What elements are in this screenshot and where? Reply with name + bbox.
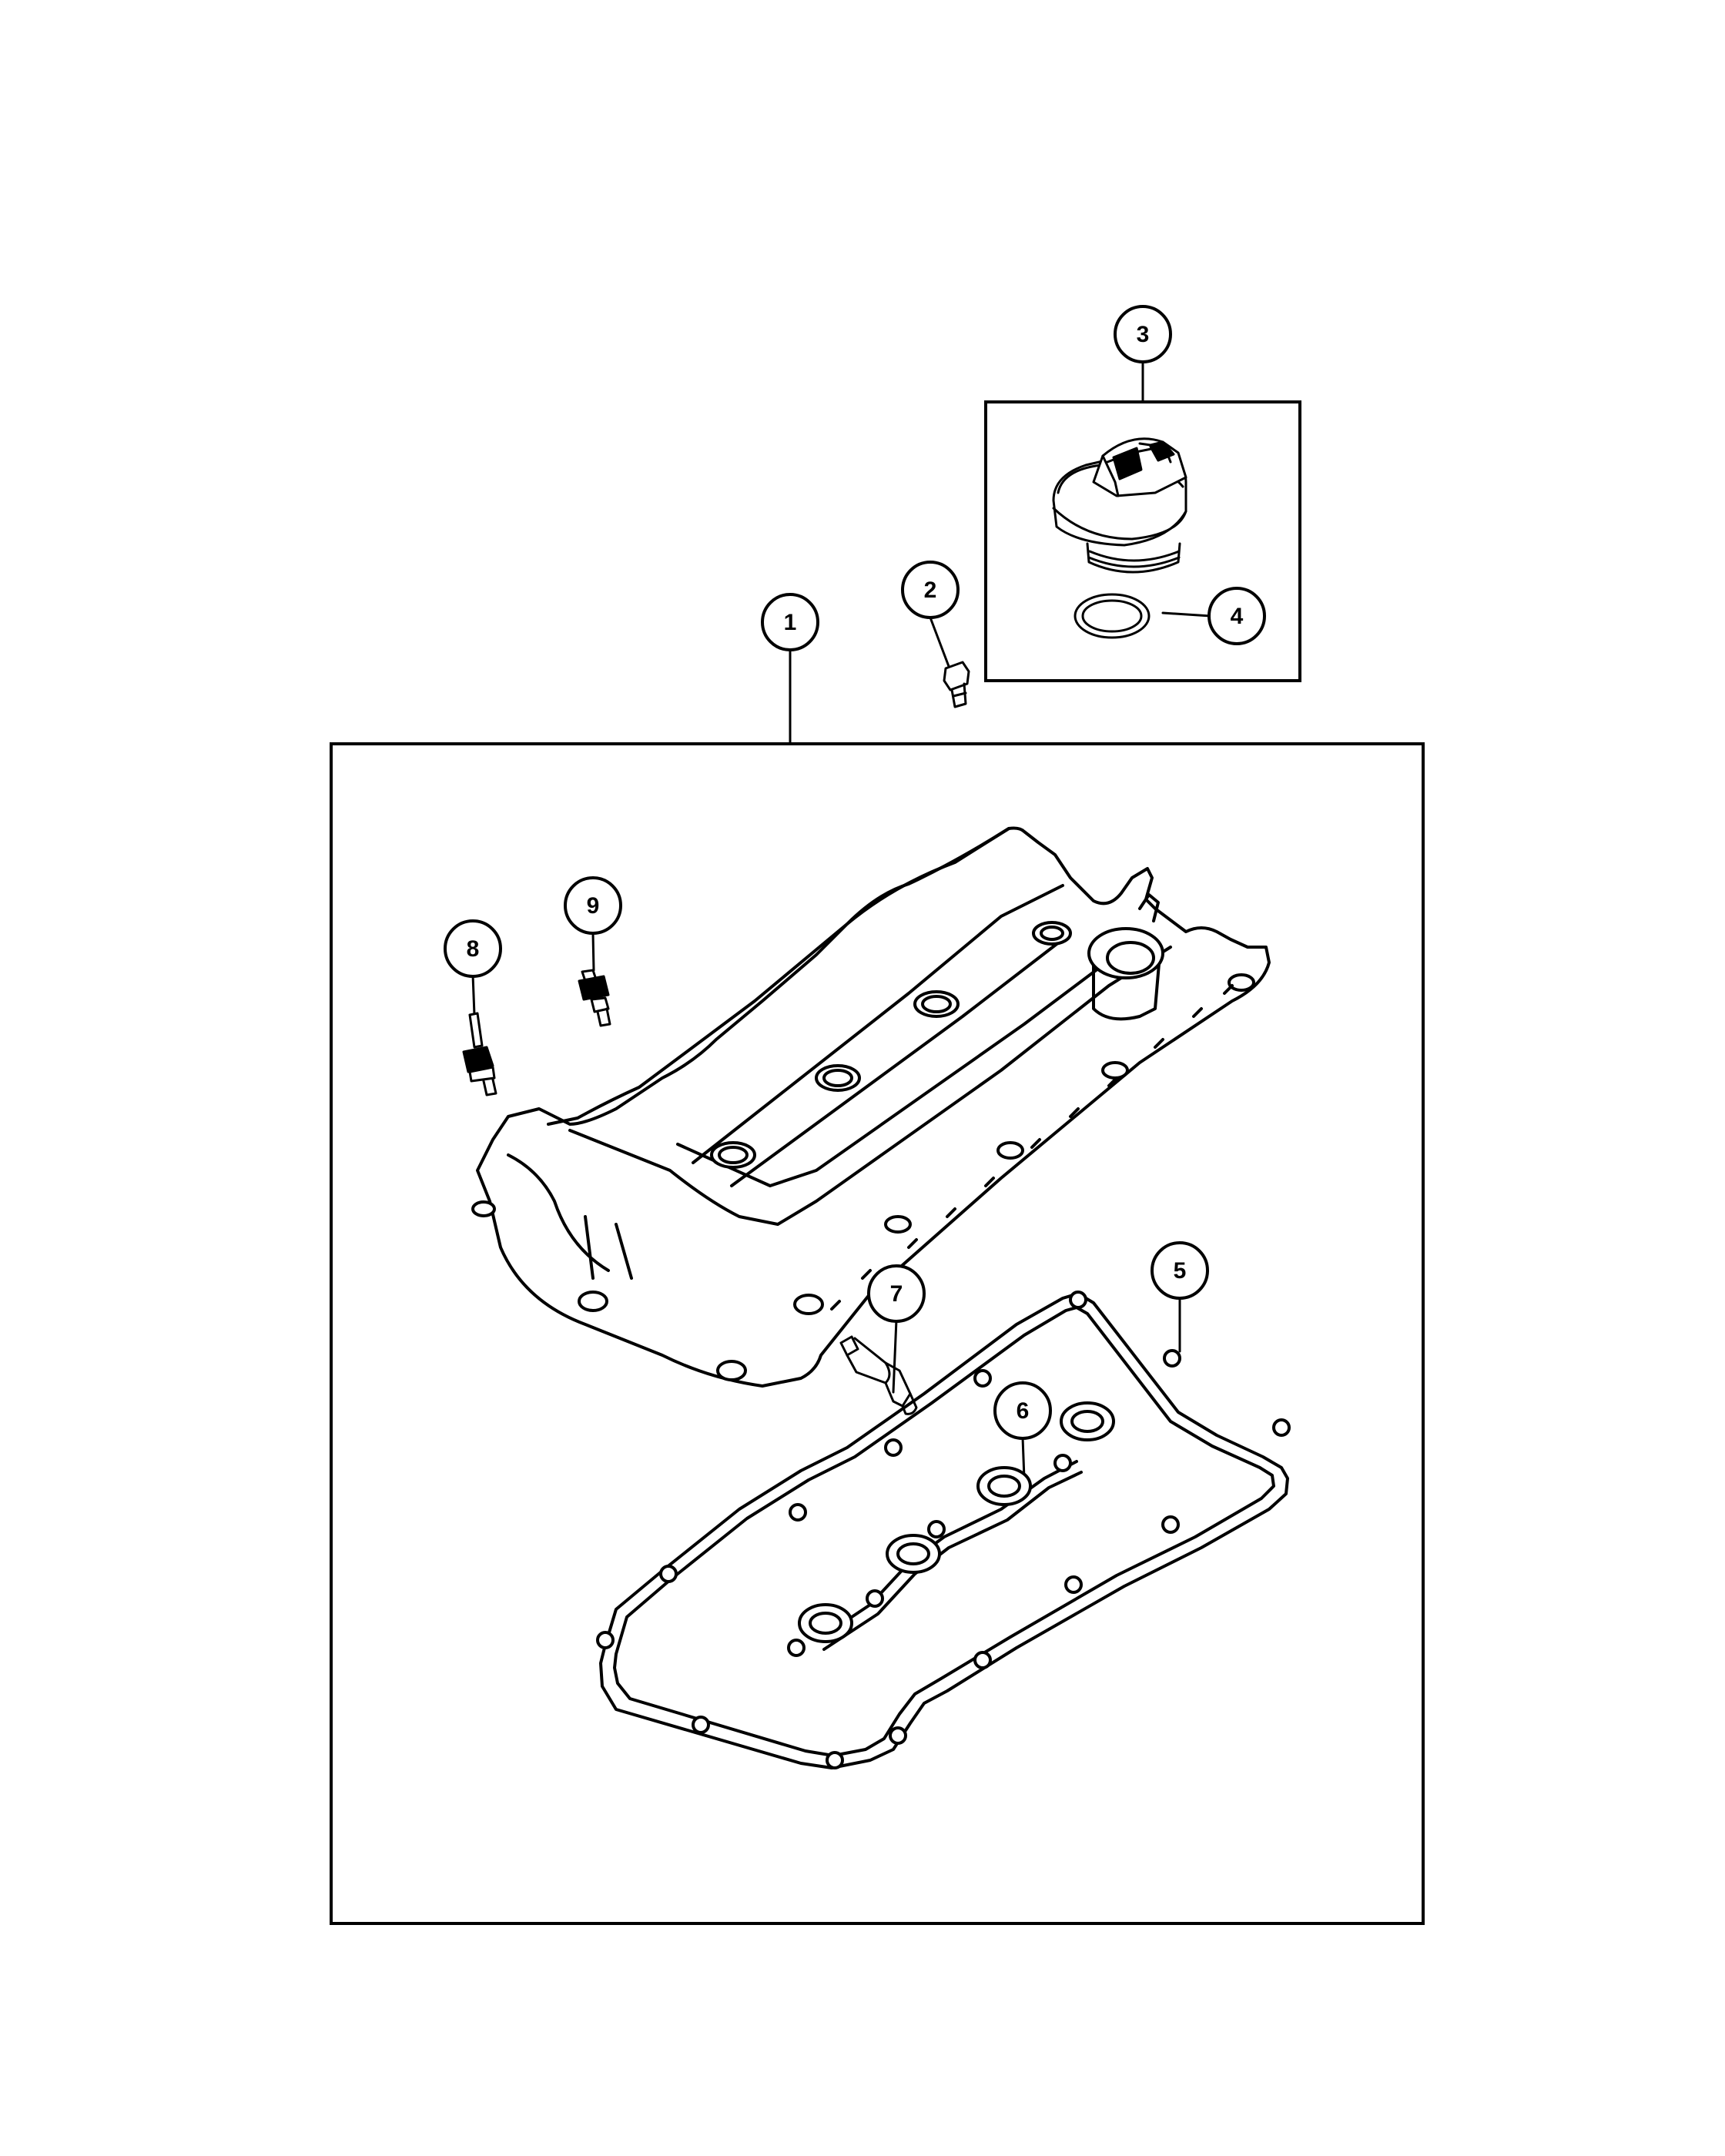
svg-text:7: 7 (890, 1281, 903, 1307)
callout-1: 1 (761, 593, 819, 651)
main-assembly-frame (330, 742, 1425, 1925)
callout-6: 6 (993, 1381, 1052, 1440)
callout-8: 8 (444, 919, 502, 978)
cover-gasket-part (596, 1291, 1291, 1769)
svg-text:8: 8 (467, 936, 480, 962)
svg-text:1: 1 (784, 610, 797, 635)
callout-3: 3 (1114, 305, 1172, 363)
bolt-part (943, 661, 970, 708)
callout-2: 2 (901, 561, 960, 619)
valve-cover-part (471, 826, 1271, 1388)
oil-filler-cap-part (1052, 437, 1187, 574)
stud-8-part (462, 1012, 497, 1096)
tube-seal-part (787, 1401, 1115, 1657)
callout-4: 4 (1208, 587, 1266, 645)
callout-9: 9 (564, 876, 622, 935)
leader-lines (471, 360, 1212, 1480)
svg-text:9: 9 (587, 893, 600, 919)
stud-9-part (578, 969, 611, 1027)
svg-text:5: 5 (1174, 1258, 1187, 1284)
callout-5: 5 (1151, 1241, 1209, 1300)
cap-seal-ring-part (1074, 593, 1151, 639)
pcv-valve-part (839, 1335, 918, 1415)
svg-text:4: 4 (1231, 604, 1244, 629)
svg-text:3: 3 (1137, 322, 1150, 347)
svg-text:6: 6 (1017, 1398, 1030, 1424)
svg-text:2: 2 (924, 578, 937, 603)
callout-7: 7 (867, 1264, 926, 1323)
